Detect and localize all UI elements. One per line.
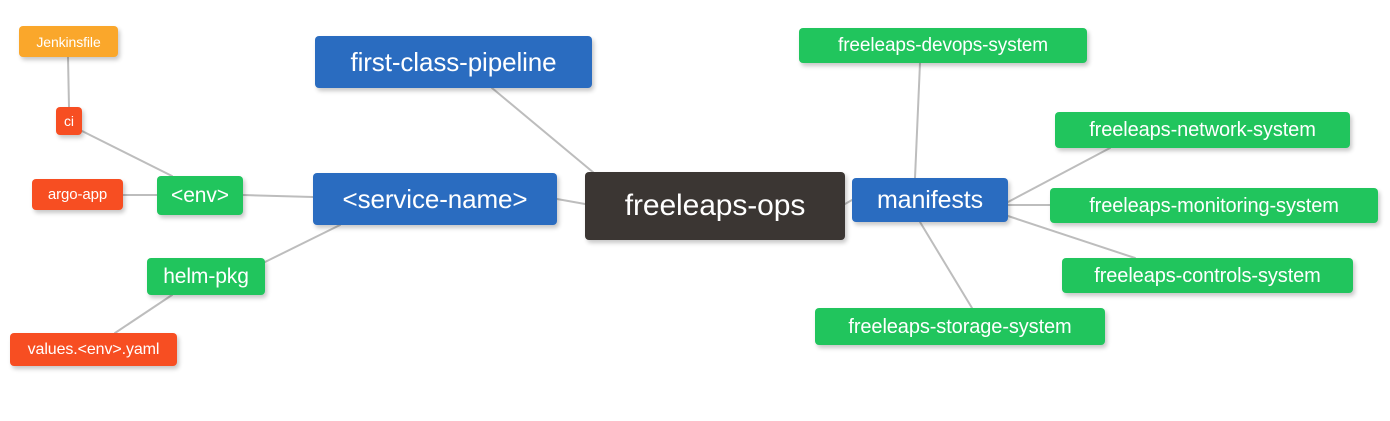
- edge-manifests-to-freeleaps-devops-system: [914, 62, 921, 179]
- node-manifests[interactable]: manifests: [852, 178, 1008, 222]
- edge-freeleaps-ops-to-service-name: [556, 198, 586, 205]
- node-env[interactable]: <env>: [157, 176, 243, 215]
- node-label-ci: ci: [64, 113, 74, 129]
- edge-service-name-to-helm-pkg: [264, 224, 341, 263]
- node-jenkinsfile[interactable]: Jenkinsfile: [19, 26, 118, 57]
- edge-env-to-ci: [81, 130, 173, 177]
- node-label-freeleaps-storage-system: freeleaps-storage-system: [848, 315, 1072, 338]
- node-freeleaps-monitoring-system[interactable]: freeleaps-monitoring-system: [1050, 188, 1378, 223]
- node-ci[interactable]: ci: [56, 107, 82, 135]
- node-label-jenkinsfile: Jenkinsfile: [36, 33, 101, 50]
- node-argo-app[interactable]: argo-app: [32, 179, 123, 210]
- node-freeleaps-network-system[interactable]: freeleaps-network-system: [1055, 112, 1350, 148]
- edge-freeleaps-ops-to-manifests: [844, 199, 853, 205]
- node-label-freeleaps-network-system: freeleaps-network-system: [1089, 119, 1316, 141]
- node-label-values-env-yaml: values.<env>.yaml: [27, 340, 160, 358]
- node-label-freeleaps-controls-system: freeleaps-controls-system: [1094, 264, 1321, 287]
- node-label-env: <env>: [171, 184, 229, 207]
- node-helm-pkg[interactable]: helm-pkg: [147, 258, 265, 295]
- node-label-freeleaps-ops: freeleaps-ops: [624, 189, 806, 222]
- node-freeleaps-ops[interactable]: freeleaps-ops: [585, 172, 845, 240]
- node-freeleaps-devops-system[interactable]: freeleaps-devops-system: [799, 28, 1087, 63]
- node-service-name[interactable]: <service-name>: [313, 173, 557, 225]
- node-label-manifests: manifests: [876, 185, 984, 214]
- edge-ci-to-jenkinsfile: [67, 56, 70, 108]
- node-freeleaps-controls-system[interactable]: freeleaps-controls-system: [1062, 258, 1353, 293]
- edge-freeleaps-ops-to-first-class-pipeline: [491, 87, 601, 179]
- node-values-env-yaml[interactable]: values.<env>.yaml: [10, 333, 177, 366]
- node-freeleaps-storage-system[interactable]: freeleaps-storage-system: [815, 308, 1105, 345]
- node-label-first-class-pipeline: first-class-pipeline: [350, 47, 557, 77]
- edge-manifests-to-freeleaps-storage-system: [919, 221, 973, 309]
- node-label-freeleaps-devops-system: freeleaps-devops-system: [838, 35, 1048, 56]
- node-label-argo-app: argo-app: [47, 186, 108, 203]
- node-label-freeleaps-monitoring-system: freeleaps-monitoring-system: [1089, 194, 1339, 217]
- edge-helm-pkg-to-values-env-yaml: [114, 294, 173, 334]
- node-first-class-pipeline[interactable]: first-class-pipeline: [315, 36, 592, 88]
- edge-service-name-to-env: [242, 194, 314, 198]
- node-label-service-name: <service-name>: [342, 184, 528, 214]
- node-label-helm-pkg: helm-pkg: [163, 265, 249, 288]
